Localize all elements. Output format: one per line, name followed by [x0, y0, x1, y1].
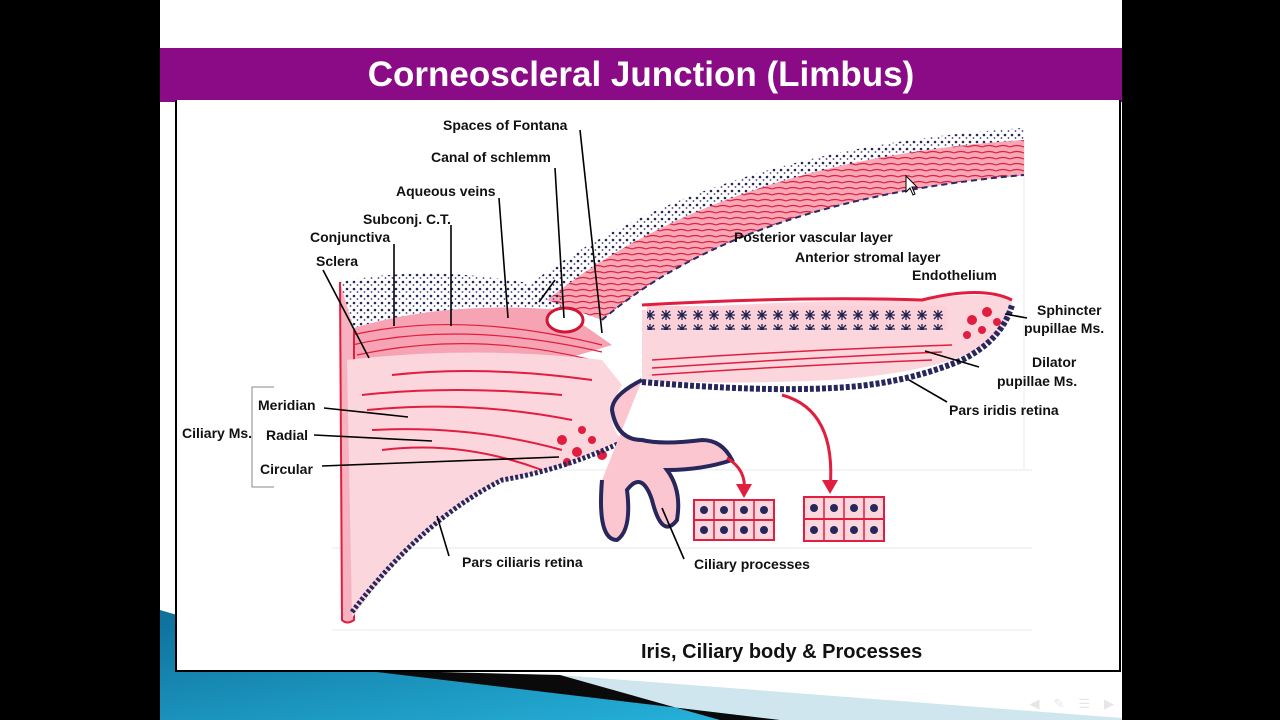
label-aqueous-veins: Aqueous veins [396, 183, 496, 199]
ciliary-ms-bracket [251, 386, 274, 488]
menu-icon[interactable]: ☰ [1078, 696, 1090, 711]
label-spaces-of-fontana: Spaces of Fontana [443, 117, 568, 133]
label-sclera: Sclera [316, 253, 358, 269]
label-conjunctiva: Conjunctiva [310, 229, 390, 245]
label-radial: Radial [266, 427, 308, 443]
label-canal-of-schlemm: Canal of schlemm [431, 149, 551, 165]
ciliary-body [347, 352, 735, 618]
pen-icon[interactable]: ✎ [1053, 696, 1065, 711]
iris [641, 291, 1015, 393]
label-dilator-pupillae: pupillae Ms. [997, 373, 1077, 389]
label-anterior-stromal-layer: Anterior stromal layer [795, 249, 941, 265]
next-slide-icon[interactable]: ▶ [1104, 696, 1114, 711]
pointer-lines [313, 129, 1028, 560]
label-sphincter-pupillae: pupillae Ms. [1024, 320, 1104, 336]
label-ciliary-processes: Ciliary processes [694, 556, 810, 572]
bottom-decoration [160, 610, 1122, 720]
label-sphincter: Sphincter [1037, 302, 1102, 318]
label-dilator: Dilator [1032, 354, 1077, 370]
diagram-labels: Spaces of Fontana Canal of schlemm Aqueo… [182, 117, 1104, 663]
previous-slide-icon[interactable]: ◀ [1029, 696, 1040, 711]
label-posterior-vascular-layer: Posterior vascular layer [734, 229, 893, 245]
label-endothelium: Endothelium [912, 267, 997, 283]
label-circular: Circular [260, 461, 313, 477]
iris-epithelium-cells [693, 499, 775, 541]
title-bar: Corneoscleral Junction (Limbus) [160, 48, 1122, 102]
label-pars-iridis-retina: Pars iridis retina [949, 402, 1059, 418]
label-pars-ciliaris-retina: Pars ciliaris retina [462, 554, 583, 570]
limbus-diagram: Spaces of Fontana Canal of schlemm Aqueo… [182, 117, 1104, 663]
slide-nav-buttons: ◀ ✎ ☰ ▶ [1029, 696, 1114, 712]
cornea [522, 128, 1025, 321]
figure-frame: Spaces of Fontana Canal of schlemm Aqueo… [175, 100, 1121, 672]
figure-caption: Iris, Ciliary body & Processes [641, 641, 922, 663]
magnified-cells [693, 393, 885, 542]
label-meridian: Meridian [258, 397, 316, 413]
slide-title: Corneoscleral Junction (Limbus) [367, 55, 915, 94]
label-subconj-ct: Subconj. C.T. [363, 211, 451, 227]
mouse-pointer-icon [905, 174, 919, 196]
ciliary-epithelium-cells [803, 496, 885, 542]
label-ciliary-ms: Ciliary Ms. [182, 425, 252, 441]
